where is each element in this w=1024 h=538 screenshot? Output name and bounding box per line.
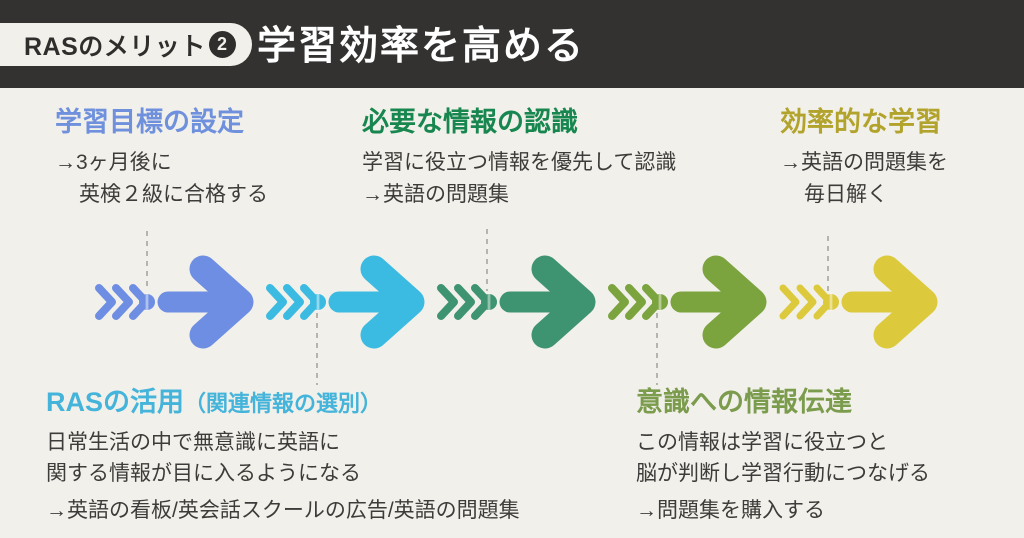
dot-tick	[487, 293, 491, 311]
chevron-triple-icon	[95, 284, 150, 320]
step-dot	[310, 294, 326, 310]
step-dot	[823, 294, 839, 310]
step-arrow-4	[608, 255, 767, 349]
badge-number-icon: 2	[208, 31, 236, 58]
step-title-main: RASの活用	[46, 387, 185, 417]
step-line: 毎日解く	[804, 183, 888, 207]
connector-line	[146, 231, 148, 291]
connector-line	[656, 313, 658, 385]
step-block-ras: RASの活用（関連情報の選別） 日常生活の中で無意識に英語に 関する情報が目に入…	[46, 386, 520, 526]
step-line: 脳が判断し学習行動につなげる	[636, 462, 930, 486]
step-body-recognition: 学習に役立つ情報を優先して認識 →英語の問題集	[362, 147, 676, 211]
step-arrow-1	[95, 255, 254, 349]
step-arrow-3	[437, 255, 596, 349]
arrow-icon	[841, 255, 938, 349]
connector-line	[316, 313, 318, 385]
chevron-triple-icon	[437, 284, 492, 320]
connector-line	[486, 229, 488, 291]
step-line: →英語の問題集	[362, 183, 509, 207]
step-title-recognition: 必要な情報の認識	[362, 107, 578, 137]
step-title-ras: RASの活用（関連情報の選別）	[46, 386, 520, 418]
step-line: この情報は学習に役立つと	[636, 431, 888, 455]
badge-number: 2	[217, 34, 228, 54]
dot-tick	[316, 293, 320, 311]
step-arrow-2	[266, 255, 425, 349]
step-line: →3ヶ月後に	[55, 151, 172, 175]
arrow-icon	[670, 255, 767, 349]
header-badge: RASのメリット 2	[0, 23, 252, 66]
step-line: →英語の看板/英会話スクールの広告/英語の問題集	[46, 499, 520, 523]
header-bar: RASのメリット 2 学習効率を高める	[0, 0, 1024, 88]
step-line: →問題集を購入する	[636, 499, 825, 523]
chevron-triple-icon	[266, 284, 321, 320]
step-body-transmission: この情報は学習に役立つと 脳が判断し学習行動につなげる →問題集を購入する	[636, 427, 930, 526]
connector-line	[827, 236, 829, 291]
dot-tick	[829, 293, 833, 311]
step-arrow-5	[779, 255, 938, 349]
step-line: 日常生活の中で無意識に英語に	[46, 431, 340, 455]
step-body-efficient: →英語の問題集を 毎日解く	[780, 147, 948, 211]
step-block-goal: 学習目標の設定 →3ヶ月後に 英検２級に合格する	[55, 106, 268, 211]
dot-tick	[658, 293, 662, 311]
step-block-efficient: 効率的な学習 →英語の問題集を 毎日解く	[780, 106, 948, 211]
step-body-ras: 日常生活の中で無意識に英語に 関する情報が目に入るようになる →英語の看板/英会…	[46, 427, 520, 526]
step-dot	[652, 294, 668, 310]
step-line: 関する情報が目に入るようになる	[46, 462, 361, 486]
step-title-sub: （関連情報の選別）	[184, 391, 383, 416]
arrow-icon	[328, 255, 425, 349]
step-dot	[139, 294, 155, 310]
step-title-transmission: 意識への情報伝達	[636, 387, 852, 417]
step-title-goal: 学習目標の設定	[55, 107, 244, 137]
step-block-recognition: 必要な情報の認識 学習に役立つ情報を優先して認識 →英語の問題集	[362, 106, 676, 211]
page-title: 学習効率を高める	[257, 24, 586, 68]
step-line: 学習に役立つ情報を優先して認識	[362, 151, 677, 175]
step-line: →英語の問題集を	[780, 151, 948, 175]
step-line: 英検２級に合格する	[79, 183, 268, 207]
chevron-triple-icon	[608, 284, 663, 320]
chevron-triple-icon	[779, 284, 834, 320]
arrow-icon	[499, 255, 596, 349]
dot-tick	[145, 293, 149, 311]
step-block-transmission: 意識への情報伝達 この情報は学習に役立つと 脳が判断し学習行動につなげる →問題…	[636, 386, 930, 526]
step-title-efficient: 効率的な学習	[780, 107, 942, 137]
badge-label: RASのメリット	[24, 32, 206, 61]
step-dot	[481, 294, 497, 310]
step-body-goal: →3ヶ月後に 英検２級に合格する	[55, 147, 268, 211]
arrow-icon	[157, 255, 254, 349]
